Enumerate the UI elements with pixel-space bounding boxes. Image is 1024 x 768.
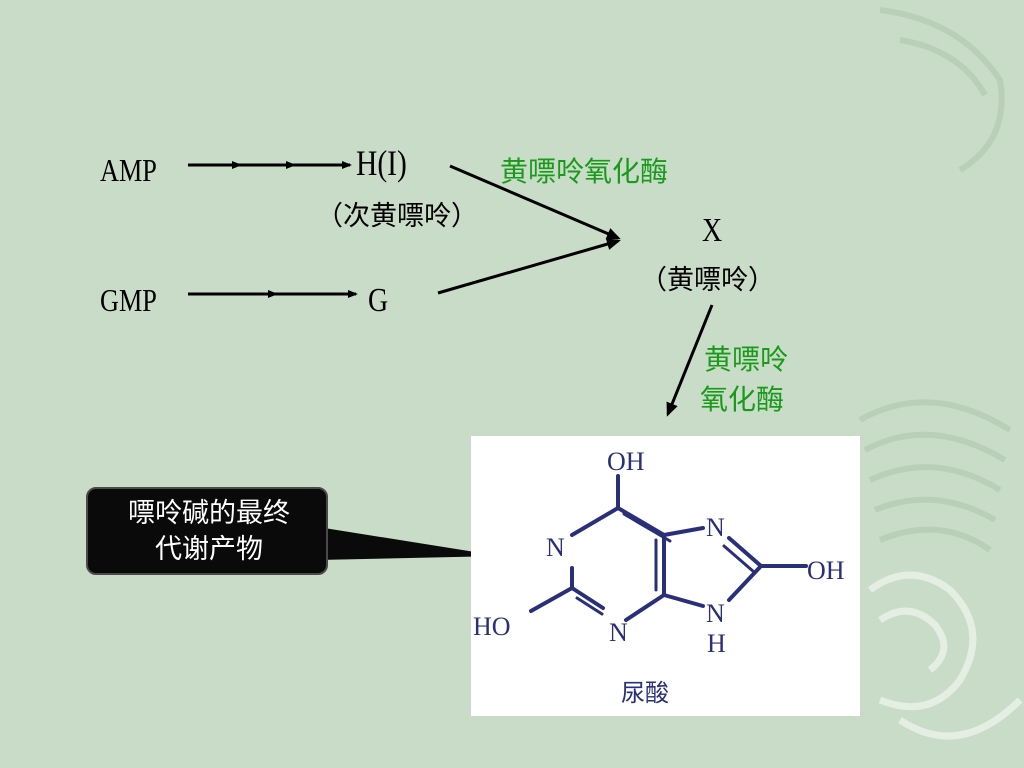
uric-acid-structure-panel: OH N N N N H OH HO 尿酸	[471, 436, 860, 716]
amp-label: AMP	[100, 152, 157, 188]
atom-n1: N	[546, 533, 565, 562]
callout-line1: 嘌呤碱的最终	[128, 498, 290, 529]
atom-n7: N	[706, 513, 725, 542]
uric-acid-name: 尿酸	[621, 679, 669, 707]
gmp-label: GMP	[100, 282, 157, 318]
atom-n3: N	[609, 618, 628, 647]
guanine-label: G	[368, 282, 389, 319]
atom-ho-left: HO	[473, 612, 511, 641]
callout-box: 嘌呤碱的最终 代谢产物	[86, 487, 328, 575]
g-to-x-arrow	[437, 238, 621, 295]
enzyme-label-top: 黄嘌呤氧化酶	[500, 155, 669, 188]
enzyme-label-side-line2: 氧化酶	[700, 383, 785, 416]
atom-n9: N	[706, 599, 725, 628]
x-to-uric-arrow	[666, 304, 714, 417]
h-to-x-arrow	[449, 164, 621, 240]
hypoxanthine-label: H(I)	[356, 143, 407, 183]
enzyme-label-side-line1: 黄嘌呤	[704, 343, 789, 376]
xanthine-name: （黄嘌呤）	[640, 265, 775, 296]
hypoxanthine-name: （次黄嘌呤）	[316, 201, 478, 232]
xanthine-label: X	[702, 212, 723, 249]
uric-acid-structure: OH N N N N H OH HO 尿酸	[473, 447, 845, 707]
atom-oh-top: OH	[607, 447, 645, 476]
atom-h9: H	[707, 629, 726, 658]
callout-line2: 代谢产物	[155, 534, 263, 565]
atom-oh-right: OH	[807, 556, 845, 585]
